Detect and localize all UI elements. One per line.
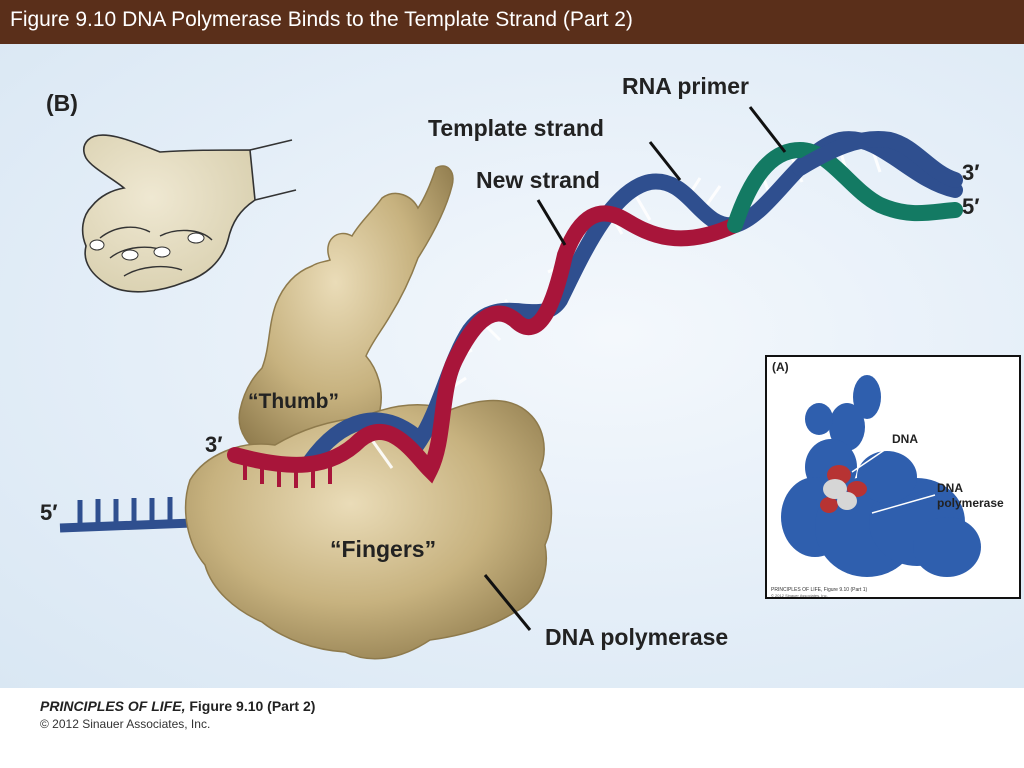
new-strand-ribbon (227, 205, 743, 484)
dna-polymerase-label: DNA polymerase (545, 624, 729, 650)
panel-b-label: (B) (46, 90, 78, 116)
new-strand-label: New strand (476, 167, 600, 193)
five-prime-left-label: 5′ (40, 500, 58, 525)
dna-polymerase-protein (184, 165, 553, 660)
five-prime-right-label: 5′ (962, 194, 980, 219)
figure-credit: PRINCIPLES OF LIFE, Figure 9.10 (Part 2) (40, 698, 315, 714)
inset-polymerase-label: DNA polymerase (937, 481, 1004, 511)
copyright-notice: © 2012 Sinauer Associates, Inc. (40, 717, 211, 731)
figure-number: Figure 9.10 (Part 2) (185, 698, 316, 714)
inset-copyright: © 2012 Sinauer Associates, Inc. (771, 593, 828, 598)
leader-lines (483, 106, 787, 631)
inset-polymerase-line1: DNA (937, 481, 963, 495)
template-strand-overlap (792, 131, 963, 188)
template-strand-label: Template strand (428, 115, 604, 141)
inset-panel-a: (A) DNA DNA polymerase PRINCIPLES OF LIF… (765, 355, 1021, 599)
dna-double-helix (227, 131, 963, 488)
title-bar: Figure 9.10 DNA Polymerase Binds to the … (0, 0, 1024, 44)
inset-dna-label: DNA (892, 432, 918, 446)
hand-illustration (81, 134, 297, 293)
space-filling-model (781, 375, 981, 577)
fingers-label: “Fingers” (330, 536, 437, 562)
inset-credit: PRINCIPLES OF LIFE, Figure 9.10 (Part 1) (771, 587, 868, 593)
panel-a-label: (A) (772, 360, 789, 374)
new-strand-tail-rungs (243, 458, 332, 488)
rna-primer-label: RNA primer (622, 73, 749, 99)
thumb-label: “Thumb” (248, 390, 339, 413)
three-prime-left-label: 3′ (205, 432, 223, 457)
three-prime-right-label: 3′ (962, 160, 980, 185)
inset-polymerase-line2: polymerase (937, 496, 1004, 510)
slide-title: Figure 9.10 DNA Polymerase Binds to the … (10, 8, 633, 31)
rna-primer-ribbon (727, 141, 963, 233)
book-title: PRINCIPLES OF LIFE, (40, 698, 186, 714)
